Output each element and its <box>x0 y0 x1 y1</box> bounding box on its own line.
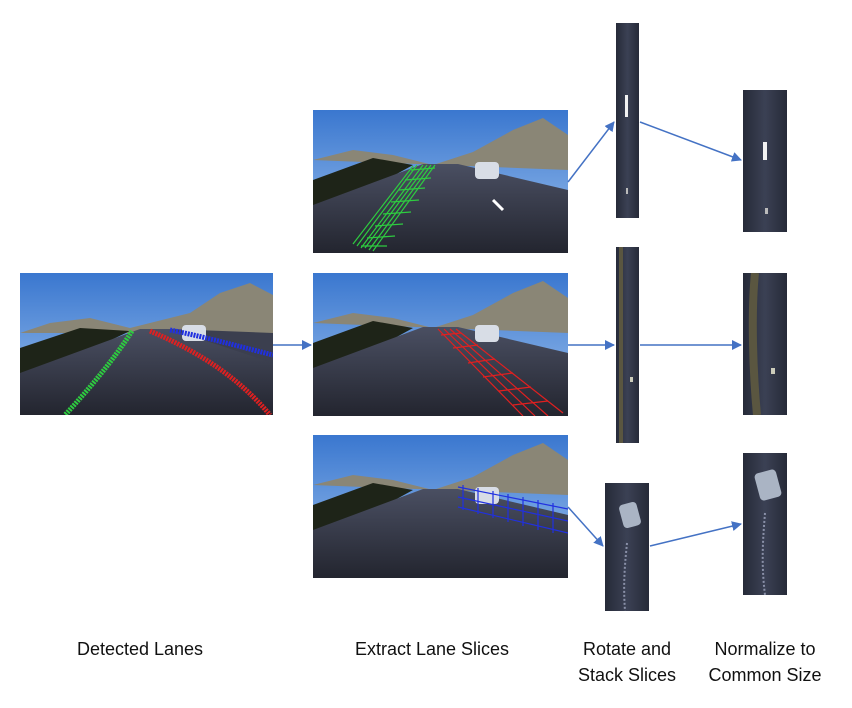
arrow-green-to-rotate <box>567 121 615 183</box>
extract-slice-image-blue <box>313 435 568 578</box>
label-detected-lanes-text: Detected Lanes <box>76 639 204 659</box>
arrow-green-to-normalize <box>639 121 742 162</box>
label-extract-text: Extract Lane Slices <box>354 639 510 659</box>
detected-lanes-image <box>20 273 273 415</box>
arrow-blue-to-rotate <box>567 506 604 547</box>
label-rotate-line2: Stack Slices <box>577 665 677 685</box>
rotated-strip-red <box>616 247 639 443</box>
arrow-blue-to-normalize <box>649 521 742 547</box>
normalized-strip-red <box>743 273 787 415</box>
label-normalize-line1: Normalize to <box>714 639 816 659</box>
extract-slice-image-red <box>313 273 568 416</box>
label-normalize-line2: Common Size <box>708 665 822 685</box>
label-detected-lanes: Detected Lanes <box>40 636 240 662</box>
normalized-strip-blue <box>743 453 787 595</box>
label-extract-lane-slices: Extract Lane Slices <box>322 636 542 662</box>
rotated-strip-green <box>616 23 639 218</box>
label-normalize: Normalize to Common Size <box>697 636 833 688</box>
label-rotate-line1: Rotate and <box>582 639 672 659</box>
label-rotate-stack: Rotate and Stack Slices <box>566 636 688 688</box>
normalized-strip-green <box>743 90 787 232</box>
rotated-strip-blue <box>605 483 649 611</box>
extract-slice-image-green <box>313 110 568 253</box>
